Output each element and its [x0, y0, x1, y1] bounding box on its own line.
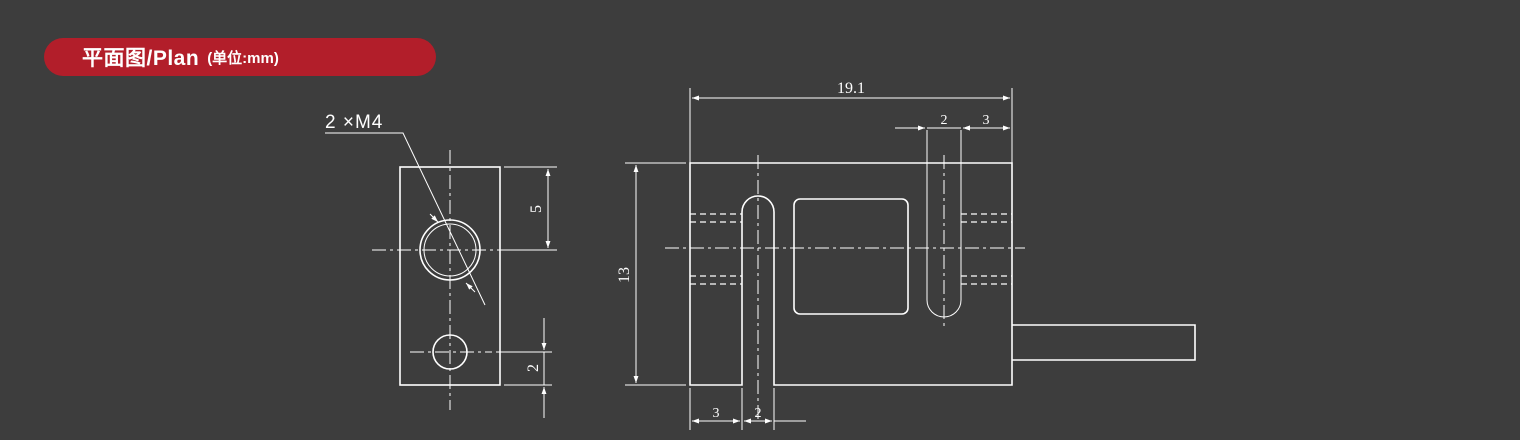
- dim-height-text: 13: [616, 267, 633, 283]
- threaded-hole-outer: [419, 219, 481, 281]
- small-hole: [432, 334, 468, 370]
- dim-2-text: 2: [525, 364, 542, 372]
- cable: [1012, 324, 1196, 361]
- hole-spec-label: 2 ×M4: [325, 112, 383, 133]
- leader-arrow-lower: [465, 282, 476, 293]
- unit-label: (单位:mm): [207, 49, 279, 67]
- gauge-window: [793, 198, 909, 315]
- section-title-badge: 平面图/Plan (单位:mm): [44, 38, 436, 76]
- side-view: 2 ×M4 5 2: [325, 112, 557, 418]
- section-title: 平面图/Plan: [82, 47, 200, 70]
- leader-arrow: [429, 213, 439, 223]
- dim-slot-bottom-text: 2: [755, 406, 762, 421]
- hole-leader-line: [325, 132, 486, 306]
- front-view-outline: [689, 162, 1013, 386]
- dim-offset-bottom-text: 3: [713, 406, 720, 421]
- front-view: 19.1 2 3 13 3 2: [616, 80, 1196, 430]
- dim-width-text: 19.1: [837, 80, 865, 97]
- dim-slot-top-text: 2: [941, 113, 948, 128]
- dim-offset-top-text: 3: [983, 113, 990, 128]
- dim-5-text: 5: [528, 205, 545, 213]
- threaded-hole-inner: [423, 223, 477, 277]
